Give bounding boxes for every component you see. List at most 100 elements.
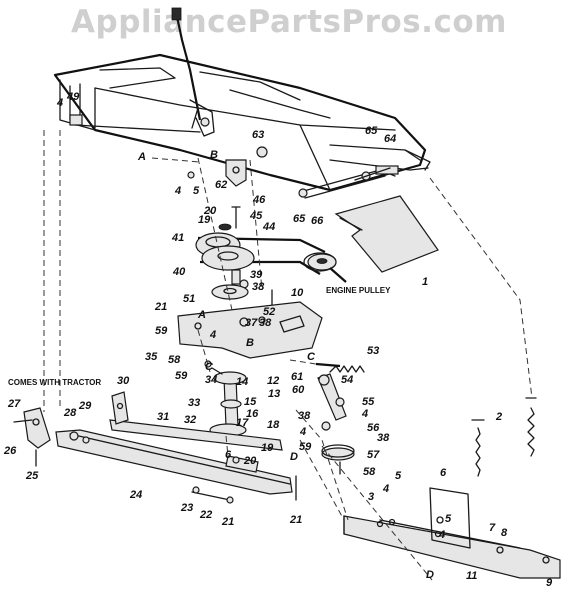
callout-58: 58 bbox=[168, 354, 181, 366]
callout-1: 1 bbox=[422, 276, 429, 288]
callout-65: 65 bbox=[293, 213, 306, 225]
callout-5: 5 bbox=[193, 185, 200, 197]
callout-20: 20 bbox=[204, 205, 217, 217]
callout-4: 4 bbox=[439, 529, 446, 541]
link-22-23 bbox=[191, 475, 297, 504]
callout-45: 45 bbox=[250, 210, 263, 222]
callout-11: 11 bbox=[466, 570, 478, 582]
callout-60: 60 bbox=[292, 384, 305, 396]
callout-5: 5 bbox=[445, 513, 452, 525]
callout-53: 53 bbox=[367, 345, 380, 357]
callout-58: 58 bbox=[363, 466, 376, 478]
callout-66: 66 bbox=[311, 215, 324, 227]
lift-lever bbox=[171, 7, 215, 137]
callout-57: 57 bbox=[367, 449, 380, 461]
callout-40: 40 bbox=[173, 266, 186, 278]
callout-28: 28 bbox=[64, 407, 77, 419]
alignment-lines bbox=[43, 130, 533, 581]
callout-4: 4 bbox=[362, 408, 369, 420]
bracket-26 bbox=[13, 407, 51, 467]
callout-D: D bbox=[290, 451, 298, 463]
callout-4: 4 bbox=[175, 185, 182, 197]
callout-54: 54 bbox=[341, 374, 354, 386]
callout-22: 22 bbox=[200, 509, 213, 521]
callout-C: C bbox=[307, 351, 315, 363]
callout-15: 15 bbox=[244, 396, 257, 408]
callout-38: 38 bbox=[377, 432, 390, 444]
callout-64: 64 bbox=[384, 133, 397, 145]
callout-19: 19 bbox=[198, 214, 211, 226]
callout-30: 30 bbox=[117, 375, 130, 387]
callout-4: 4 bbox=[210, 329, 217, 341]
callout-25: 25 bbox=[26, 470, 39, 482]
callout-13: 13 bbox=[268, 388, 281, 400]
callout-7: 7 bbox=[489, 522, 496, 534]
callout-63: 63 bbox=[252, 129, 265, 141]
callout-38: 38 bbox=[252, 281, 265, 293]
callout-62: 62 bbox=[215, 179, 228, 191]
callout-6: 6 bbox=[225, 449, 232, 461]
callout-56: 56 bbox=[367, 422, 380, 434]
callout-3: 3 bbox=[368, 491, 375, 503]
callout-C: C bbox=[205, 361, 213, 373]
callout-31: 31 bbox=[157, 411, 170, 423]
note-engine-pulley: ENGINE PULLEY bbox=[326, 286, 391, 295]
callout-A: A bbox=[198, 309, 206, 321]
watermark-text: AppliancePartsPros.com bbox=[71, 4, 507, 40]
engine-pulley-shape bbox=[307, 253, 347, 283]
callout-46: 46 bbox=[253, 194, 266, 206]
springs-2 bbox=[471, 397, 537, 477]
callout-26: 26 bbox=[4, 445, 17, 457]
callout-16: 16 bbox=[246, 408, 259, 420]
callout-10: 10 bbox=[291, 287, 304, 299]
pivot-assembly bbox=[298, 165, 399, 199]
callout-19: 19 bbox=[261, 442, 274, 454]
callout-59: 59 bbox=[299, 441, 312, 453]
callout-12: 12 bbox=[267, 375, 280, 387]
idler-arm bbox=[317, 373, 355, 475]
idler-parts bbox=[211, 269, 273, 311]
bolt-46 bbox=[231, 206, 241, 229]
callout-61: 61 bbox=[291, 371, 304, 383]
callout-9: 9 bbox=[546, 577, 553, 589]
callout-A: A bbox=[138, 151, 146, 163]
callout-59: 59 bbox=[175, 370, 188, 382]
note-comes-with-tractor: COMES WITH TRACTOR bbox=[8, 378, 102, 387]
cover-plate bbox=[334, 195, 439, 273]
callout-51: 51 bbox=[183, 293, 196, 305]
callout-27: 27 bbox=[8, 398, 21, 410]
callout-24: 24 bbox=[130, 489, 143, 501]
rod-31 bbox=[109, 419, 283, 451]
callout-52: 52 bbox=[263, 306, 276, 318]
callout-23: 23 bbox=[181, 502, 194, 514]
callout-21: 21 bbox=[222, 516, 235, 528]
callout-5: 5 bbox=[395, 470, 402, 482]
pulley-40 bbox=[201, 245, 255, 271]
bar-24 bbox=[55, 429, 293, 495]
callout-21: 21 bbox=[155, 301, 168, 313]
callout-37: 37 bbox=[245, 317, 258, 329]
callout-4: 4 bbox=[383, 483, 390, 495]
callout-14: 14 bbox=[236, 376, 249, 388]
callout-2: 2 bbox=[496, 411, 503, 423]
callout-59: 59 bbox=[155, 325, 168, 337]
callout-8: 8 bbox=[501, 527, 508, 539]
bracket-62 bbox=[187, 146, 268, 187]
callout-6: 6 bbox=[440, 467, 447, 479]
callout-38: 38 bbox=[259, 317, 272, 329]
callout-38: 38 bbox=[298, 410, 311, 422]
bottom-pan-9 bbox=[343, 487, 561, 579]
callout-32: 32 bbox=[184, 414, 197, 426]
callout-41: 41 bbox=[172, 232, 185, 244]
callout-4: 4 bbox=[300, 426, 307, 438]
callout-65: 65 bbox=[365, 125, 378, 137]
callout-B: B bbox=[210, 149, 218, 161]
callout-34: 34 bbox=[205, 374, 218, 386]
callout-55: 55 bbox=[362, 396, 375, 408]
callout-D: D bbox=[426, 569, 434, 581]
callout-21: 21 bbox=[290, 514, 303, 526]
callout-17: 17 bbox=[236, 417, 249, 429]
callout-29: 29 bbox=[79, 400, 92, 412]
